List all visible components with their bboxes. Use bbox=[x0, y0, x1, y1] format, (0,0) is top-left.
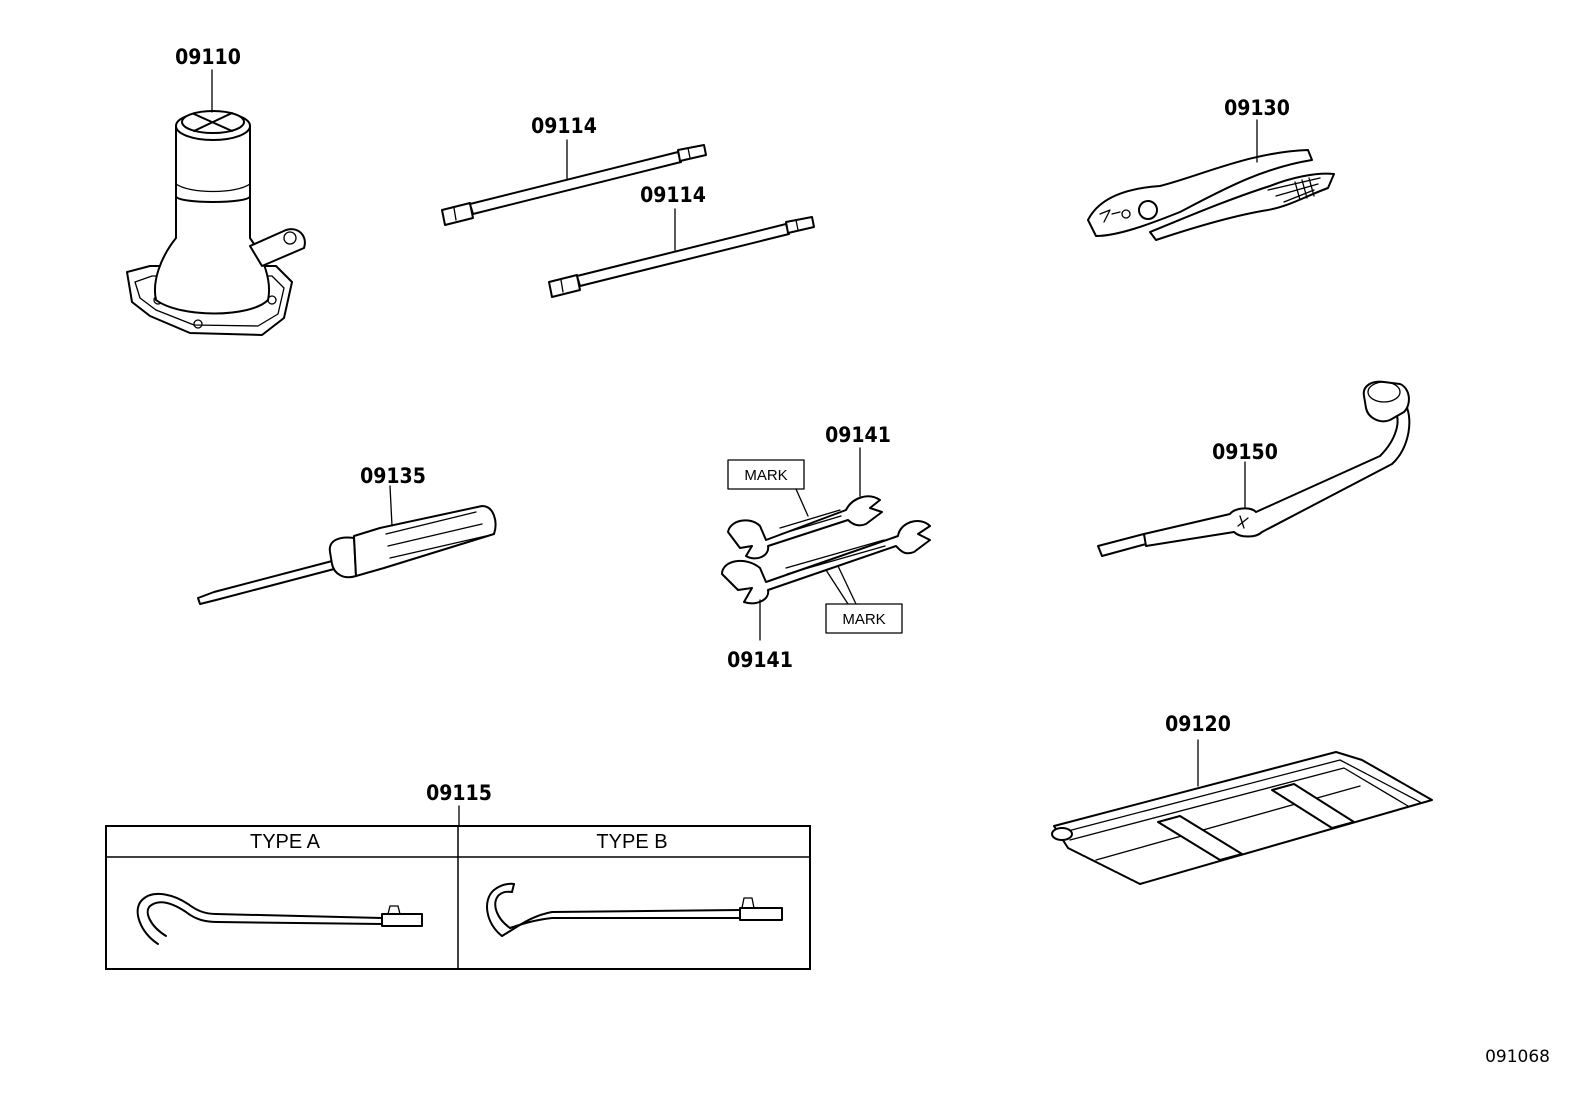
jack-handle-upper-illustration bbox=[441, 139, 707, 226]
part-number-jack-handle-lower: 09114 bbox=[640, 183, 706, 207]
wrench-upper-illustration bbox=[727, 495, 883, 560]
part-number-towing-hook: 09115 bbox=[426, 781, 492, 805]
mark-label-lower: MARK bbox=[842, 611, 885, 628]
part-number-wheel-nut-wrench: 09150 bbox=[1212, 440, 1278, 464]
type-b-header: TYPE B bbox=[596, 831, 667, 853]
part-number-wrench-upper: 09141 bbox=[825, 423, 891, 447]
towing-hook-type-b-illustration bbox=[486, 882, 783, 937]
diagram-reference-code: 091068 bbox=[1485, 1047, 1550, 1067]
screwdriver-illustration bbox=[197, 485, 497, 605]
part-number-tool-bag: 09120 bbox=[1165, 712, 1231, 736]
towing-hook-type-table bbox=[105, 825, 811, 970]
wrench-lower-illustration bbox=[721, 520, 931, 605]
mark-callout-lower bbox=[825, 603, 903, 634]
jack-handle-lower-illustration bbox=[548, 208, 815, 298]
tool-bag-illustration bbox=[1051, 739, 1433, 885]
towing-hook-type-a-illustration bbox=[136, 892, 423, 945]
mark-callout-upper bbox=[727, 459, 805, 490]
part-number-jack-handle-upper: 09114 bbox=[531, 114, 597, 138]
part-number-screwdriver: 09135 bbox=[360, 464, 426, 488]
part-number-pliers: 09130 bbox=[1224, 96, 1290, 120]
part-number-jack: 09110 bbox=[175, 45, 241, 69]
wheel-nut-wrench-illustration bbox=[1097, 380, 1411, 557]
mark-label-upper: MARK bbox=[744, 467, 787, 484]
pliers-illustration bbox=[1087, 119, 1335, 241]
jack-illustration bbox=[126, 69, 306, 336]
part-number-wrench-lower: 09141 bbox=[727, 648, 793, 672]
type-a-header: TYPE A bbox=[250, 831, 321, 853]
